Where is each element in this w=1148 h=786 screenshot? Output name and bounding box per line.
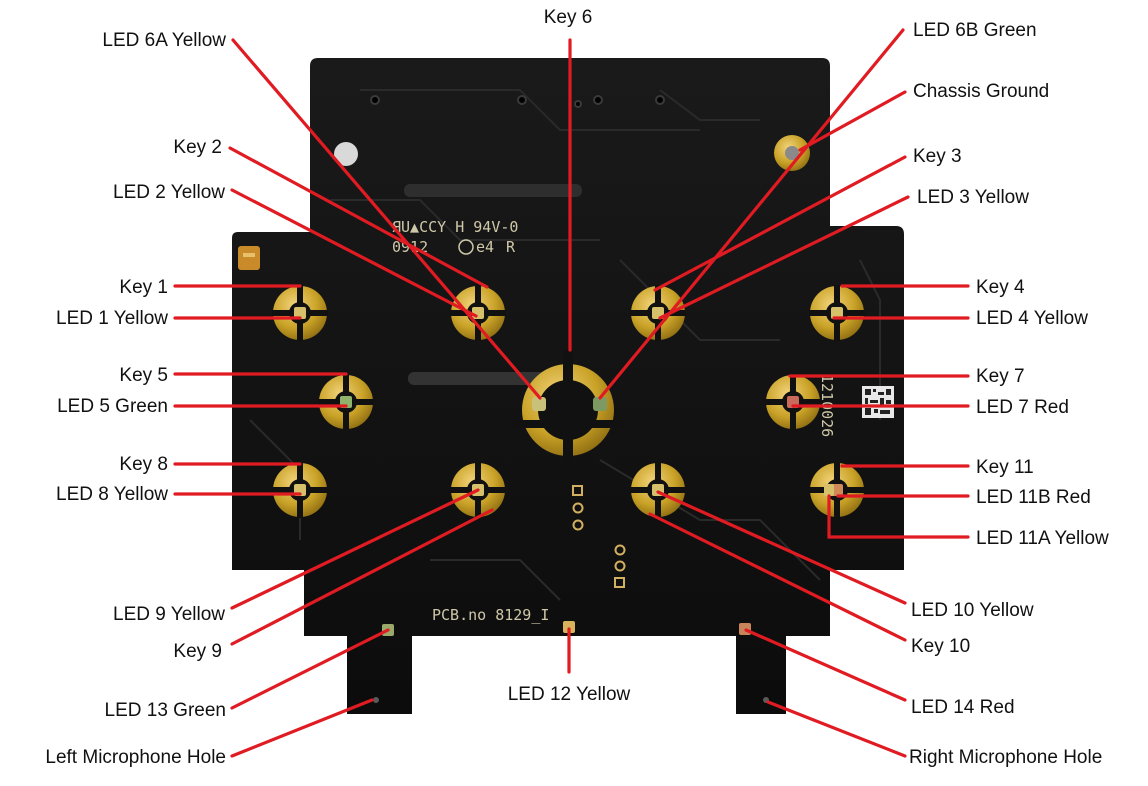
pcb-vias — [370, 95, 665, 108]
label-key-11: Key 11 — [976, 457, 1034, 478]
led-12 — [563, 621, 575, 633]
label-led-9: LED 9 Yellow — [113, 604, 225, 625]
leader-key-10 — [648, 512, 907, 642]
qr-code — [862, 386, 894, 418]
label-led-5: LED 5 Green — [57, 396, 168, 417]
led-11a-chip — [824, 484, 834, 496]
led-1-chip — [294, 307, 306, 319]
label-key-8: Key 8 — [119, 454, 168, 475]
label-key-7: Key 7 — [976, 366, 1025, 387]
label-chassis-ground: Chassis Ground — [913, 81, 1049, 102]
leader-led-9 — [230, 488, 480, 610]
board-slot-top — [404, 184, 582, 197]
label-led-12: LED 12 Yellow — [508, 684, 631, 705]
leader-led-2 — [230, 188, 478, 318]
label-led-2: LED 2 Yellow — [113, 182, 225, 203]
label-led-4: LED 4 Yellow — [976, 308, 1088, 329]
corner-marker-stripe — [243, 253, 255, 257]
leader-left-microphone — [230, 698, 374, 758]
led-4-chip — [831, 307, 843, 319]
label-key-5: Key 5 — [119, 365, 168, 386]
label-led-1: LED 1 Yellow — [56, 308, 168, 329]
corner-marker — [238, 246, 260, 270]
leader-key-9 — [230, 508, 494, 646]
label-led-6b: LED 6B Green — [913, 20, 1037, 41]
left-microphone-hole — [373, 697, 379, 703]
connector-pads — [572, 485, 626, 588]
key-5-pad — [318, 374, 374, 430]
label-right-microphone-hole: Right Microphone Hole — [909, 747, 1102, 768]
callout-labels: LED 6A Yellow Key 6 LED 6B Green Chassis… — [45, 7, 1109, 768]
label-key-2: Key 2 — [173, 137, 222, 158]
label-key-4: Key 4 — [976, 277, 1025, 298]
leader-key-2 — [228, 146, 489, 289]
mounting-hole — [334, 142, 358, 166]
e4-mark-text: e4 — [476, 238, 494, 256]
label-key-6: Key 6 — [544, 7, 593, 28]
r-mark-text: R — [506, 238, 516, 256]
leader-led-6a — [231, 38, 542, 400]
label-led-11b: LED 11B Red — [976, 487, 1091, 508]
leader-chassis-ground — [798, 90, 907, 152]
label-led-6a: LED 6A Yellow — [102, 30, 226, 51]
label-led-7: LED 7 Red — [976, 397, 1069, 418]
leader-lines — [173, 28, 970, 758]
leader-right-microphone — [766, 700, 907, 758]
leader-led-13 — [230, 628, 390, 710]
leader-led-10 — [656, 490, 907, 605]
led-6a — [532, 397, 546, 411]
pb-free-icon — [458, 239, 474, 255]
label-led-10: LED 10 Yellow — [911, 600, 1034, 621]
key-1-pad — [272, 285, 328, 341]
pcb-number-text: PCB.no 8129_I — [432, 606, 549, 624]
led-2-chip — [472, 307, 484, 319]
label-key-10: Key 10 — [911, 636, 970, 657]
label-left-microphone-hole: Left Microphone Hole — [45, 747, 226, 768]
leader-led-11a — [827, 494, 970, 539]
label-led-14: LED 14 Red — [911, 697, 1015, 718]
key-6-pad — [514, 350, 624, 470]
label-led-13: LED 13 Green — [105, 700, 226, 721]
label-led-11a: LED 11A Yellow — [976, 528, 1109, 549]
leader-led-14 — [744, 628, 907, 702]
chassis-ground-hole — [785, 146, 799, 160]
label-led-3: LED 3 Yellow — [917, 187, 1029, 208]
label-key-3: Key 3 — [913, 146, 962, 167]
leader-key-3 — [653, 155, 907, 292]
label-led-8: LED 8 Yellow — [56, 484, 168, 505]
ul-mark-text: ЯU▲CCY H 94V-0 — [392, 218, 518, 236]
label-key-9: Key 9 — [173, 641, 222, 662]
leader-led-3 — [658, 195, 910, 320]
leader-led-6b — [598, 28, 905, 400]
led-6b — [593, 397, 607, 411]
label-key-1: Key 1 — [119, 277, 168, 298]
